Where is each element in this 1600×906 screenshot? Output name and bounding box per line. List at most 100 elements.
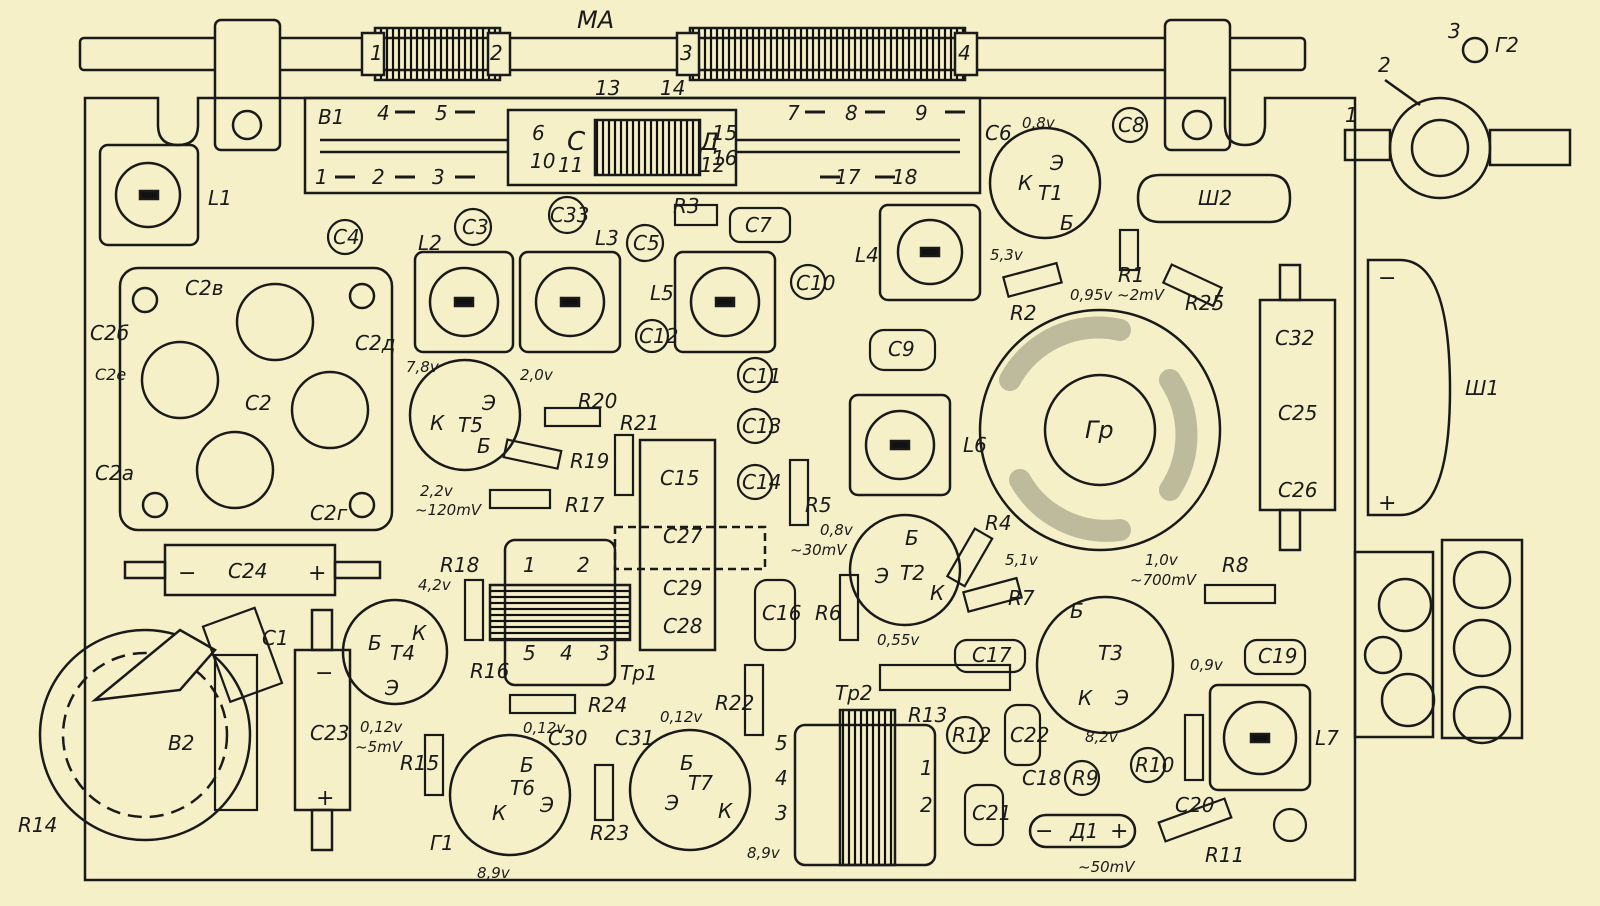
cap-label: С1 [262, 626, 289, 650]
tr-pin: 4 [560, 641, 573, 665]
socket1-label: Ш1 [1465, 376, 1499, 400]
res-label: R16 [470, 659, 509, 683]
cap-label: С11 [742, 364, 781, 388]
voltage-label: ~700mV [1130, 571, 1198, 589]
t5-label: Т5 [458, 413, 483, 437]
tr-pin: 1 [920, 756, 933, 780]
cap-label: С8 [1118, 113, 1145, 137]
tr-pin: 2 [920, 793, 933, 817]
res-label: R20 [578, 389, 617, 413]
cap-label: С5 [633, 231, 660, 255]
polarity-minus: − [1378, 266, 1396, 291]
pin-e: Э [664, 791, 679, 815]
voltage-label: 0,8v [1022, 114, 1056, 132]
voltage-label: 8,9v [477, 864, 511, 882]
g2-pin: 2 [1378, 53, 1391, 77]
cap-label: С23 [310, 721, 349, 745]
polarity-minus: − [1035, 819, 1053, 844]
speaker-label: Гр [1085, 416, 1114, 444]
res-label: R13 [908, 703, 947, 727]
jack-g2 [1343, 36, 1572, 200]
transistor-t6 [448, 733, 572, 857]
cap-label: С7 [745, 213, 772, 237]
res-label: R5 [805, 493, 832, 517]
coil-l4 [878, 203, 982, 302]
coil-l5 [673, 250, 777, 354]
cap-label: С19 [1258, 644, 1297, 668]
res-label: R24 [588, 693, 627, 717]
diode-label: Д1 [1069, 819, 1098, 843]
coil-l6-label: L6 [963, 433, 987, 457]
pin-b: Б [680, 751, 694, 775]
g2-pin: 3 [1448, 19, 1461, 43]
res-label: R12 [952, 723, 991, 747]
transistor-t1 [988, 126, 1102, 240]
cap-label: С31 [615, 726, 654, 750]
pin-k: К [718, 799, 733, 823]
cap-label: С12 [639, 324, 678, 348]
transformer-tr1 [488, 538, 632, 687]
switch-contact: 14 [660, 76, 685, 100]
res-label: R21 [620, 411, 659, 435]
pcb-outline [83, 96, 1357, 882]
voltage-label: ~120mV [415, 501, 483, 519]
pin-k: К [412, 621, 427, 645]
cap-label: С25 [1278, 401, 1317, 425]
switch-contact: 11 [558, 153, 583, 177]
switch-contact: 3 [432, 165, 445, 189]
pin-b: Б [368, 631, 382, 655]
pin-b: Б [520, 753, 534, 777]
voltage-label: 0,12v [360, 718, 403, 736]
switch-contact: 16 [712, 146, 737, 170]
pin-k: К [930, 581, 945, 605]
cap-label: С3 [462, 215, 489, 239]
socket-sh2 [1136, 173, 1292, 224]
voltage-label: 0,95v ~2mV [1070, 286, 1166, 304]
pin-k: К [1078, 686, 1093, 710]
res-label: R1 [1118, 263, 1145, 287]
coil-l1 [98, 143, 200, 247]
res-label: R23 [590, 821, 629, 845]
polarity-minus: − [178, 561, 196, 586]
voltage-label: ~50mV [1078, 858, 1136, 876]
switch-contact: 10 [530, 149, 555, 173]
t4-label: Т4 [390, 641, 415, 665]
switch-contact: 2 [372, 165, 385, 189]
cap-label: С2б [90, 321, 129, 345]
transistor-t5 [408, 358, 522, 472]
voltage-label: 0,12v [523, 719, 566, 737]
cap-label: С26 [1278, 478, 1317, 502]
tr-pin: 5 [775, 731, 788, 755]
switch-c-label: С [567, 127, 586, 157]
coil-l3 [518, 250, 622, 354]
tr-pin: 3 [597, 641, 610, 665]
pin-e: Э [384, 676, 399, 700]
cap-label: С14 [742, 470, 781, 494]
res-label: R19 [570, 449, 609, 473]
cap-label: С24 [228, 559, 267, 583]
res-label: R8 [1222, 553, 1249, 577]
coil-pin-3: 3 [680, 41, 693, 65]
variable-capacitor-c2 [118, 266, 394, 532]
switch2-label: В2 [168, 731, 194, 755]
coil-l7 [1208, 683, 1312, 792]
pin-b: Б [1070, 599, 1084, 623]
cap-label: С29 [663, 576, 702, 600]
res-label: R15 [400, 751, 439, 775]
t3-label: Т3 [1098, 641, 1123, 665]
coil-l4-label: L4 [855, 243, 879, 267]
pin-e: Э [874, 564, 889, 588]
cap-label: С17 [972, 643, 1012, 667]
res-label: R2 [1010, 301, 1037, 325]
cap-label: С32 [1275, 326, 1314, 350]
res-label: R18 [440, 553, 479, 577]
res-label: R4 [985, 511, 1012, 535]
tr-pin: 5 [523, 641, 536, 665]
voltage-label: 5,3v [990, 246, 1024, 264]
res-label: R6 [815, 601, 842, 625]
res-label: R25 [1185, 291, 1224, 315]
t1-label: Т1 [1038, 181, 1063, 205]
switch-contact: 13 [595, 76, 620, 100]
coil-l3-label: L3 [595, 226, 619, 250]
cap-label: С33 [550, 203, 589, 227]
